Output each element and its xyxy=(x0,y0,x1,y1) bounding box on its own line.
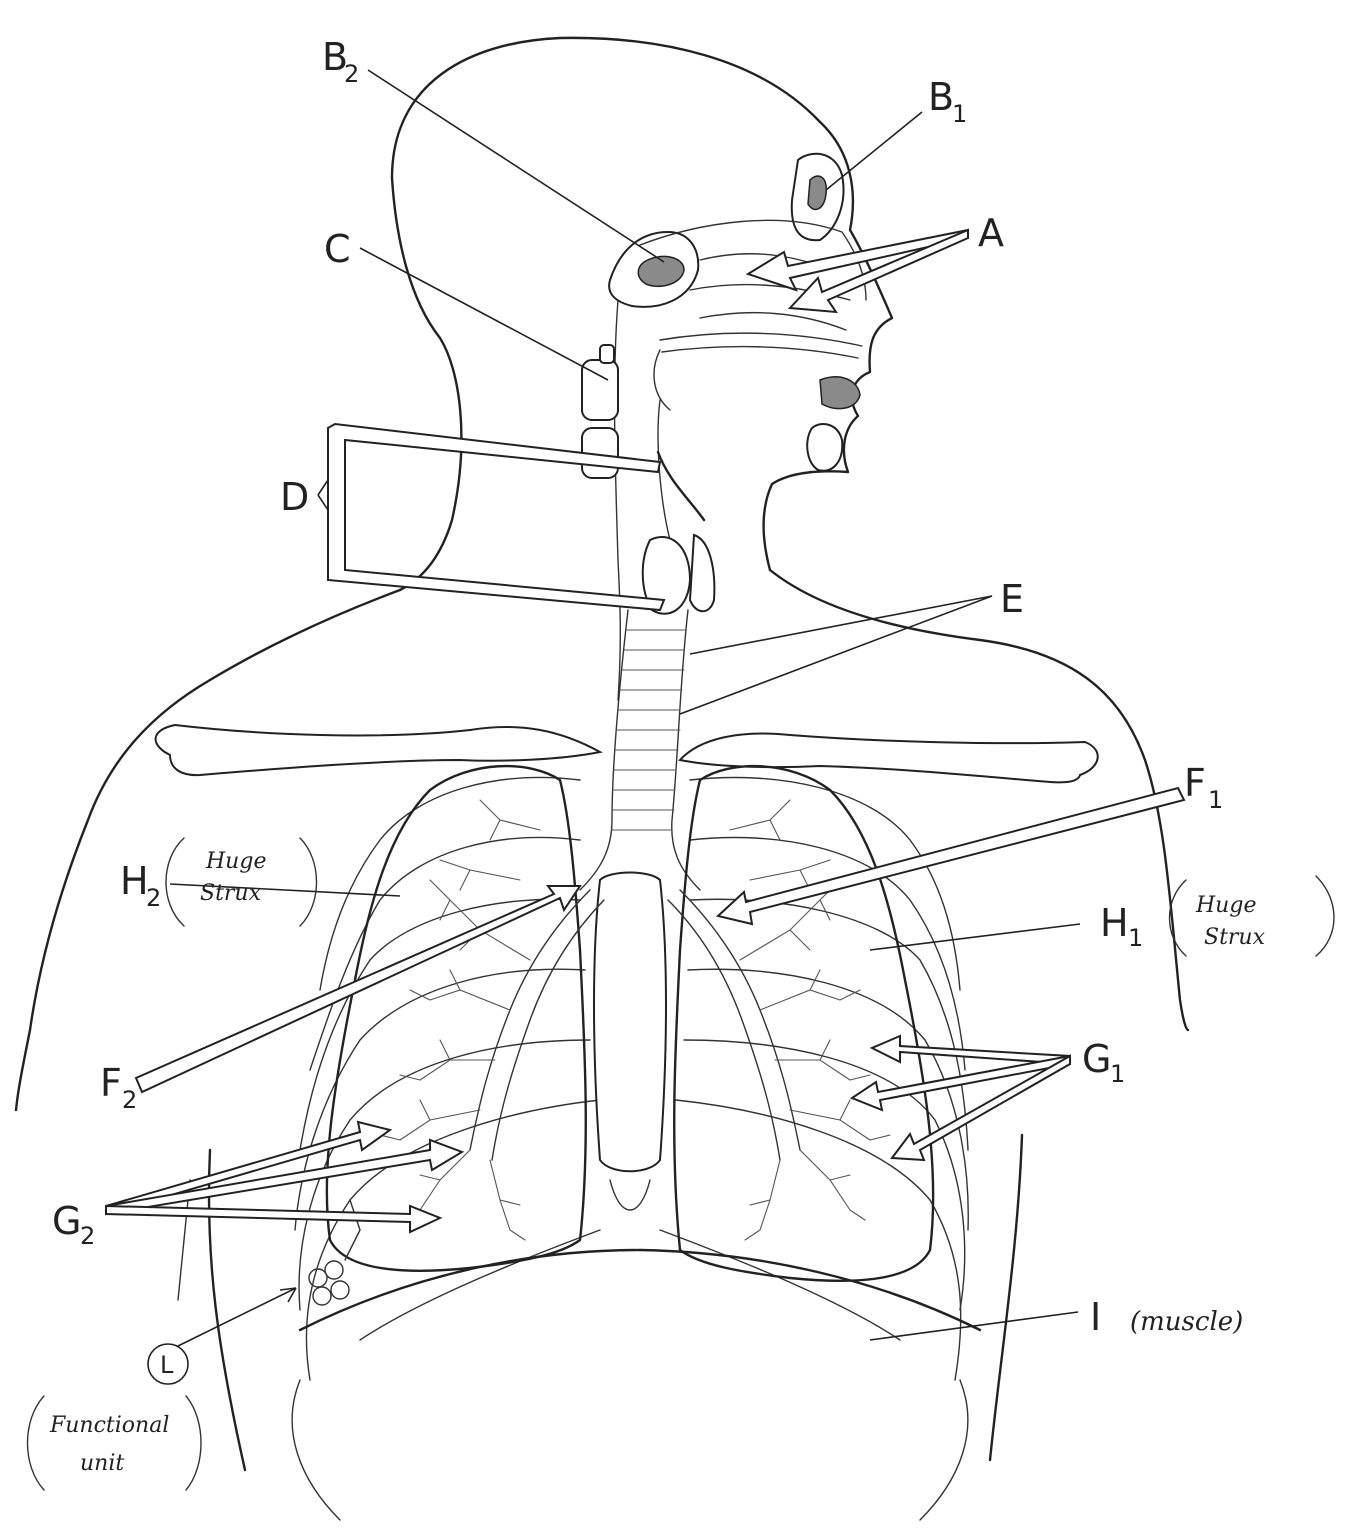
soft-palate-uvula xyxy=(654,350,670,410)
diaphragm xyxy=(300,1250,980,1330)
pharynx-front xyxy=(658,400,670,540)
hard-palate xyxy=(660,333,862,358)
label-f1-sub: 1 xyxy=(1208,786,1223,814)
back-of-head xyxy=(392,178,461,590)
label-h1-sub: 1 xyxy=(1128,924,1143,952)
jaw-bone xyxy=(807,424,842,471)
pharynx-back xyxy=(615,300,621,700)
label-g2-sub: 2 xyxy=(80,1222,95,1250)
leader-b2 xyxy=(368,70,664,262)
h1-note-line2: Strux xyxy=(1204,925,1266,950)
l-note-line2: unit xyxy=(80,1451,124,1476)
label-e: E xyxy=(1000,577,1024,621)
arrow-g2-c xyxy=(106,1206,440,1232)
label-g2: G xyxy=(52,1199,81,1243)
label-h1: H xyxy=(1100,901,1129,945)
label-a: A xyxy=(978,211,1004,255)
leader-e-upper xyxy=(690,596,992,654)
sternum xyxy=(594,873,666,1172)
l-paren-right xyxy=(186,1396,201,1490)
h2-paren-left xyxy=(166,838,184,926)
lower-ribcage xyxy=(292,1380,968,1520)
label-f2: F xyxy=(100,1061,122,1105)
lung-left xyxy=(327,766,586,1271)
clavicle-right xyxy=(680,734,1098,783)
tongue-tip xyxy=(820,377,860,409)
h2-note-line1: Huge xyxy=(205,849,266,874)
h1-note-line1: Huge xyxy=(1195,893,1256,918)
label-h2-sub: 2 xyxy=(146,884,161,912)
label-g1-sub: 1 xyxy=(1110,1060,1125,1088)
clavicle-left xyxy=(156,725,600,775)
h2-note-line2: Strux xyxy=(200,881,262,906)
label-i: I xyxy=(1090,1295,1101,1339)
lung-right xyxy=(674,766,933,1281)
arrow-g1-c xyxy=(892,1056,1070,1160)
epiglottis xyxy=(658,452,704,520)
bronchioles-left xyxy=(380,800,540,1240)
thyroid-gland xyxy=(690,535,714,611)
ribs-left xyxy=(295,778,600,1381)
xiphoid xyxy=(610,1180,650,1210)
leader-i xyxy=(870,1312,1078,1340)
arm-right-inner xyxy=(990,1135,1022,1460)
h2-paren-right xyxy=(300,838,317,926)
label-l: L xyxy=(160,1351,174,1379)
label-g1: G xyxy=(1082,1037,1111,1081)
leader-e-lower xyxy=(680,596,992,714)
l-note-line1: Functional xyxy=(49,1413,169,1438)
label-b2-sub: 2 xyxy=(344,60,359,88)
arrow-l xyxy=(178,1288,296,1346)
label-h2: H xyxy=(120,859,149,903)
arrow-g1-a xyxy=(872,1036,1070,1064)
arm-left-inner xyxy=(209,1150,245,1470)
label-c: C xyxy=(324,227,351,271)
bronchioles-right xyxy=(730,800,890,1240)
leader-h1 xyxy=(870,924,1080,950)
label-b1-sub: 1 xyxy=(952,100,967,128)
label-b1: B xyxy=(928,75,954,119)
label-f1: F xyxy=(1184,761,1206,805)
label-d: D xyxy=(280,475,309,519)
arrow-g2-b xyxy=(106,1140,462,1214)
arrow-f2 xyxy=(136,886,580,1092)
l-paren-left xyxy=(28,1396,45,1490)
leader-c xyxy=(360,248,608,380)
h1-paren-right xyxy=(1316,876,1334,956)
label-f2-sub: 2 xyxy=(122,1086,137,1114)
frontal-sinus xyxy=(808,176,826,209)
shoulder-right xyxy=(770,570,1188,1030)
leader-d xyxy=(318,480,328,510)
i-note: (muscle) xyxy=(1130,1307,1243,1337)
lower-costal xyxy=(360,1230,900,1340)
